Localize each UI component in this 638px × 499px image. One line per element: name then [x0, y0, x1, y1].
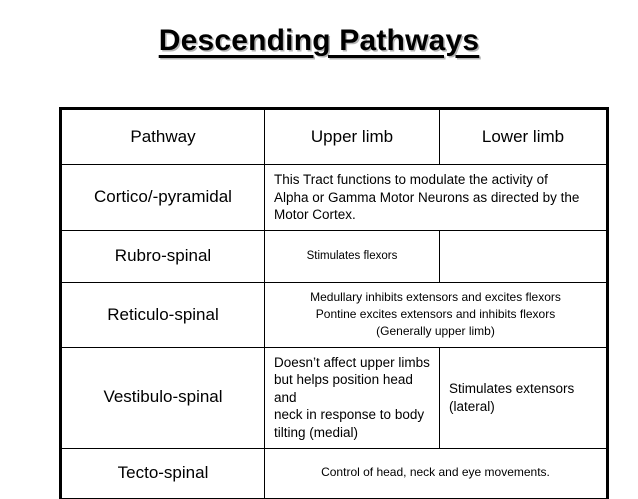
lower-limb-cell: Stimulates extensors (lateral) — [439, 346, 607, 449]
descending-pathways-table-wrapper: Pathway Upper limb Lower limb Cortico/-p… — [59, 107, 609, 499]
pathway-name-cell: Tecto-spinal — [61, 447, 265, 499]
table-row: Vestibulo-spinal Doesn’t affect upper li… — [61, 346, 607, 449]
lower-limb-text: Stimulates extensors (lateral) — [449, 381, 575, 414]
column-header-upper-limb: Upper limb — [264, 109, 440, 165]
pathway-description-cell: Control of head, neck and eye movements. — [264, 447, 607, 499]
column-header-pathway: Pathway — [61, 109, 265, 165]
description-text: This Tract functions to modulate the act… — [274, 172, 580, 223]
upper-limb-cell: Doesn’t affect upper limbs but helps pos… — [264, 346, 440, 449]
descending-pathways-table: Pathway Upper limb Lower limb Cortico/-p… — [59, 107, 609, 499]
page-title: Descending Pathways — [158, 24, 480, 57]
description-text: Control of head, neck and eye movements. — [321, 465, 550, 480]
table-row: Tecto-spinal Control of head, neck and e… — [61, 447, 607, 499]
table-row: Reticulo-spinal Medullary inhibits exten… — [61, 281, 607, 348]
pathway-name-cell: Reticulo-spinal — [61, 281, 265, 348]
table-row: Rubro-spinal Stimulates flexors — [61, 229, 607, 283]
description-text: Medullary inhibits extensors and excites… — [310, 289, 561, 339]
table-row: Cortico/-pyramidal This Tract functions … — [61, 164, 607, 231]
pathway-name-cell: Cortico/-pyramidal — [61, 164, 265, 231]
pathway-description-cell: Medullary inhibits extensors and excites… — [264, 281, 607, 348]
table-header-row: Pathway Upper limb Lower limb — [61, 109, 607, 165]
upper-limb-cell: Stimulates flexors — [264, 229, 440, 283]
upper-limb-text: Doesn’t affect upper limbs but helps pos… — [274, 354, 430, 440]
column-header-lower-limb: Lower limb — [439, 109, 607, 165]
pathway-name-cell: Vestibulo-spinal — [61, 346, 265, 449]
pathway-description-cell: This Tract functions to modulate the act… — [264, 164, 607, 231]
pathway-name-cell: Rubro-spinal — [61, 229, 265, 283]
lower-limb-cell — [439, 229, 607, 283]
